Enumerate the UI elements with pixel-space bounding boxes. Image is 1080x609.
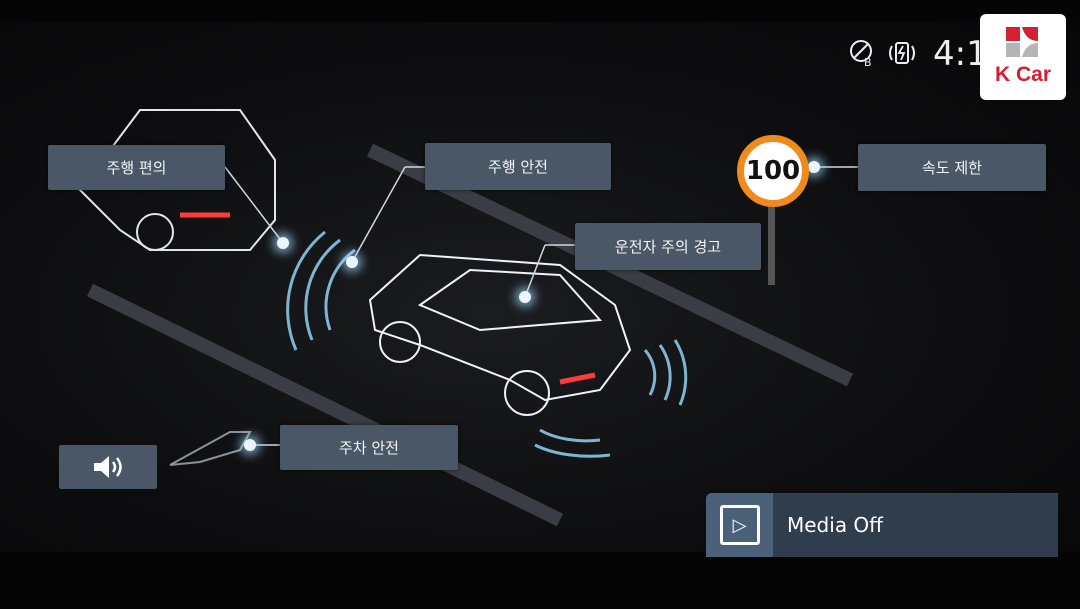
parking-safety-dot xyxy=(244,439,256,451)
status-bar: B xyxy=(848,38,918,68)
parking-p-icon xyxy=(169,431,252,466)
driving-safety-dot xyxy=(346,256,358,268)
rear-car-outline xyxy=(78,109,276,251)
callout-lines xyxy=(224,166,858,446)
speaker-icon xyxy=(94,456,122,478)
road-lines xyxy=(86,143,854,527)
driving-convenience-dot xyxy=(277,237,289,249)
driver-attention-dot xyxy=(519,291,531,303)
driving-convenience-button[interactable]: 주행 편의 xyxy=(48,145,225,190)
driving-safety-button[interactable]: 주행 안전 xyxy=(425,143,611,190)
parking-safety-button[interactable]: 주차 안전 xyxy=(280,425,458,470)
bluetooth-off-icon: B xyxy=(850,40,872,68)
wireless-charging-icon xyxy=(889,42,915,64)
main-car-outline xyxy=(368,253,632,416)
kcar-logo-text: K Car xyxy=(994,63,1052,86)
driver-attention-warning-button[interactable]: 운전자 주의 경고 xyxy=(575,223,761,270)
media-play-button[interactable]: ▷ xyxy=(706,493,773,557)
sensor-waves xyxy=(286,230,688,458)
speed-limit-sign: 100 xyxy=(737,135,809,207)
speed-limit-dot xyxy=(808,161,820,173)
kcar-watermark-logo: K Car xyxy=(980,14,1066,100)
kcar-logo-mark xyxy=(1006,27,1038,57)
svg-text:B: B xyxy=(864,56,872,68)
media-status-label: Media Off xyxy=(787,513,883,537)
sound-button[interactable] xyxy=(59,445,157,489)
clock: 4:1 xyxy=(933,34,988,74)
media-widget[interactable]: ▷ Media Off xyxy=(706,493,1058,557)
sign-pole xyxy=(768,205,775,285)
play-icon: ▷ xyxy=(719,505,760,545)
speed-limit-button[interactable]: 속도 제한 xyxy=(858,144,1046,191)
